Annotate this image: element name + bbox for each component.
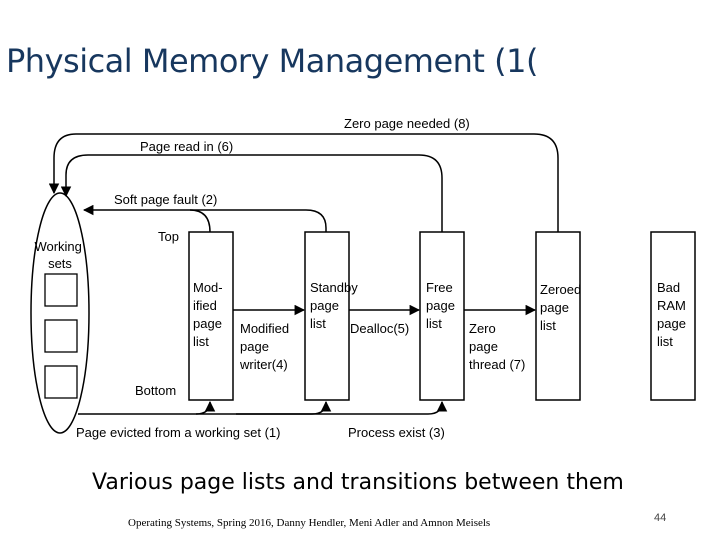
- free-page-list-label: Free page list: [426, 280, 459, 331]
- zeroed-page-list-label: Zeroed page list: [540, 282, 585, 333]
- bad-ram-page-list-box: [650, 231, 696, 401]
- page-evicted-arrow-standby: [196, 400, 332, 415]
- page-read-in-arrow: [60, 154, 443, 232]
- process-exit-arrow: [236, 400, 448, 415]
- standby-page-list-label: Standby page list: [310, 280, 361, 331]
- bottom-label: Bottom: [135, 383, 176, 398]
- top-label: Top: [158, 229, 179, 244]
- dealloc-label: Dealloc(5): [350, 321, 409, 336]
- slide-footer: Operating Systems, Spring 2016, Danny He…: [128, 517, 491, 529]
- slide-caption: Various page lists and transitions betwe…: [92, 470, 624, 495]
- working-set-box: [44, 273, 78, 307]
- working-set-box: [44, 319, 78, 353]
- slide-title: Physical Memory Management (1(: [6, 42, 538, 80]
- process-exit-label: Process exist (3): [348, 425, 445, 440]
- soft-page-fault-arrow: [82, 204, 327, 232]
- modified-page-list-label: Mod- ified page list: [193, 280, 226, 349]
- working-sets-ellipse: [30, 192, 90, 434]
- zero-page-thread-label: Zero page thread (7): [469, 321, 525, 372]
- soft-page-fault-branch: [189, 209, 211, 233]
- page-evicted-arrow: [78, 400, 216, 415]
- page-read-in-label: Page read in (6): [140, 139, 233, 154]
- working-set-box: [44, 365, 78, 399]
- page-number: 44: [654, 512, 667, 524]
- bad-ram-page-list-label: Bad RAM page list: [657, 280, 690, 349]
- modified-page-list-box: [188, 231, 234, 401]
- standby-page-list-box: [304, 231, 350, 401]
- page-evicted-label: Page evicted from a working set (1): [76, 425, 280, 440]
- page-lists-diagram: Working sets Mod- ified page list Standb…: [30, 116, 696, 440]
- soft-page-fault-label: Soft page fault (2): [114, 192, 217, 207]
- zero-page-needed-label: Zero page needed (8): [344, 116, 470, 131]
- zeroed-page-list-box: [535, 231, 581, 401]
- zero-page-needed-arrow: [48, 133, 559, 232]
- free-page-list-box: [419, 231, 465, 401]
- modified-page-writer-label: Modified page writer(4): [239, 321, 293, 372]
- working-sets-label: Working sets: [34, 239, 85, 271]
